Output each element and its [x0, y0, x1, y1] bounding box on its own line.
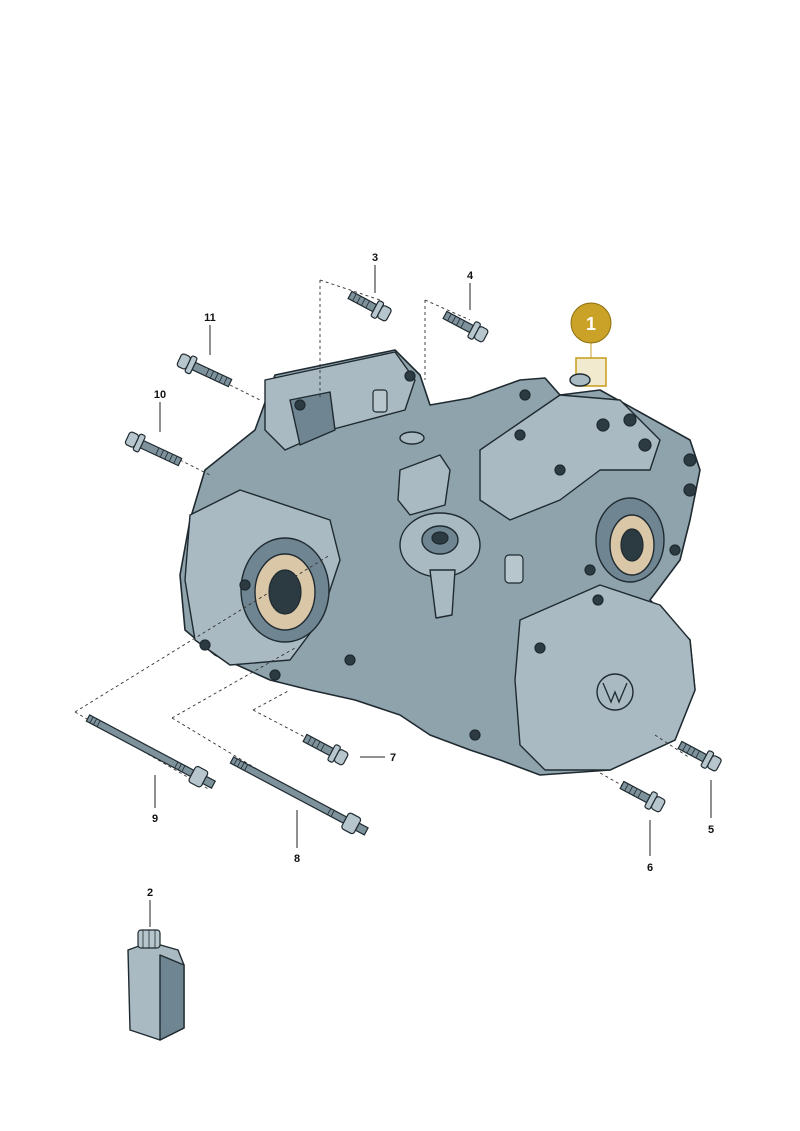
stud-9[interactable]	[84, 710, 218, 793]
bolt-3[interactable]	[346, 287, 393, 324]
part-1-label: 1	[586, 314, 596, 334]
callout-leaders	[149, 265, 712, 927]
bolt-5[interactable]	[676, 737, 723, 774]
callout-6: 6	[647, 862, 653, 874]
callout-11: 11	[204, 312, 216, 324]
bolt-7[interactable]	[301, 730, 350, 767]
stud-8[interactable]	[228, 752, 371, 839]
oil-bottle[interactable]	[127, 929, 185, 1041]
bolt-11[interactable]	[175, 351, 233, 391]
callout-4: 4	[467, 270, 474, 282]
vw-logo-icon	[596, 673, 634, 711]
callout-9: 9	[152, 813, 158, 825]
part-1-badge	[570, 302, 612, 344]
callout-3: 3	[372, 252, 378, 264]
mounting-holes	[199, 370, 697, 741]
bolt-6[interactable]	[618, 777, 667, 814]
bolt-10[interactable]	[124, 429, 184, 470]
callout-10: 10	[154, 389, 166, 401]
callout-8: 8	[294, 853, 300, 865]
part-1-highlight[interactable]: 1	[569, 302, 612, 387]
callout-5: 5	[708, 824, 714, 836]
gearbox-housing[interactable]	[179, 349, 701, 776]
callout-7: 7	[390, 752, 396, 764]
callout-2: 2	[147, 887, 153, 899]
bolt-4[interactable]	[441, 307, 490, 344]
gear-selector	[397, 454, 524, 619]
